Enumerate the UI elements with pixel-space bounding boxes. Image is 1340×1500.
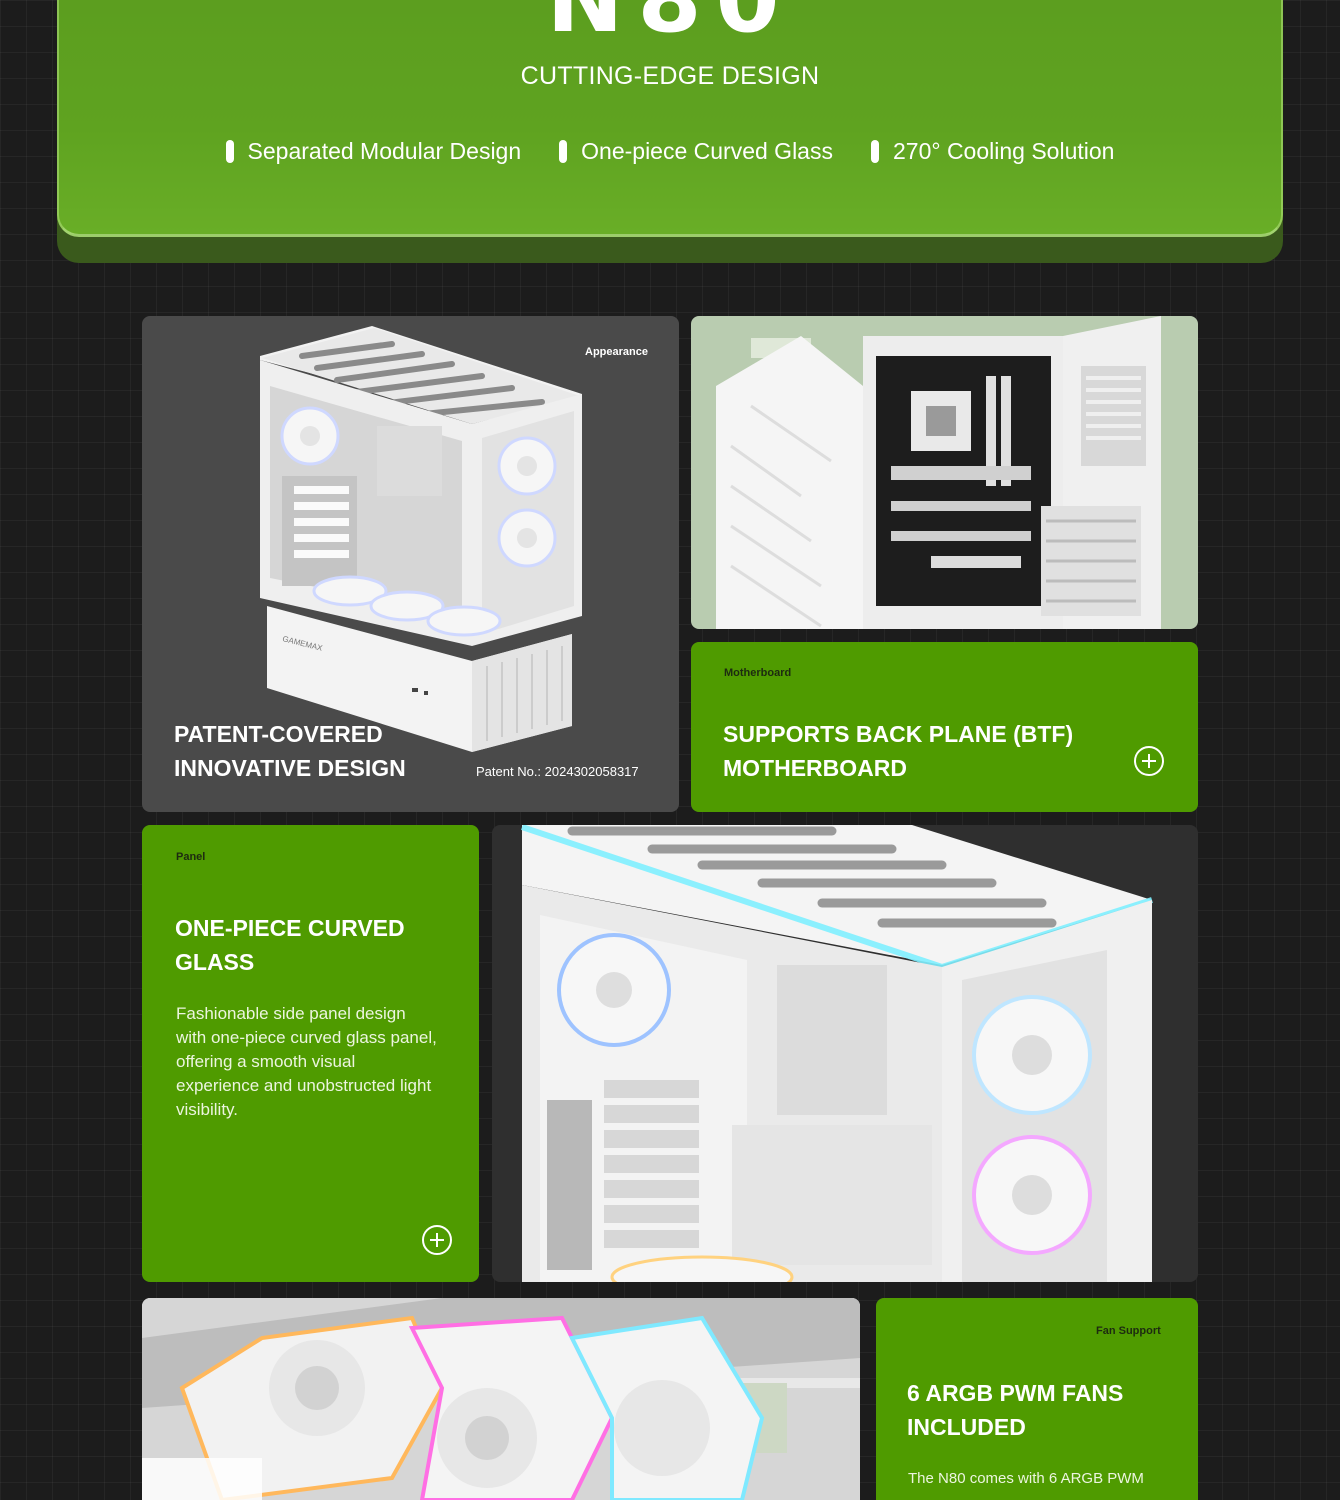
heading-line: INCLUDED — [907, 1414, 1026, 1440]
appearance-card: GAMEMAX Appearance PATENT-COVERED INNOVA… — [142, 316, 679, 812]
feature-label: 270° Cooling Solution — [892, 138, 1115, 164]
heading-line: PATENT-COVERED — [174, 721, 383, 747]
expand-panel-icon[interactable] — [422, 1225, 452, 1255]
card-description: Fashionable side panel design with one-p… — [176, 1004, 437, 1119]
feature-bullet-icon — [225, 140, 234, 163]
hero-subtitle: CUTTING-EDGE DESIGN — [520, 62, 820, 90]
feature-bullet-icon — [870, 140, 879, 163]
heading-line: 6 ARGB PWM FANS — [907, 1380, 1124, 1406]
patent-number: Patent No.: 2024302058317 — [476, 764, 639, 779]
feature-label: Separated Modular Design — [247, 138, 522, 164]
card-heading: 6 ARGB PWM FANS INCLUDED — [907, 1376, 1123, 1444]
curved-glass-illustration — [521, 825, 1153, 1282]
card-eyebrow: Appearance — [585, 346, 648, 358]
motherboard-illustration — [716, 316, 1161, 629]
heading-line: SUPPORTS BACK PLANE (BTF) — [723, 721, 1074, 747]
motherboard-card: Motherboard SUPPORTS BACK PLANE (BTF) MO… — [691, 642, 1198, 812]
motherboard-photo — [691, 316, 1198, 629]
panel-card: Panel ONE-PIECE CURVED GLASS Fashionable… — [142, 825, 479, 1282]
feature-item: One-piece Curved Glass — [559, 138, 833, 165]
feature-item: 270° Cooling Solution — [870, 138, 1115, 165]
heading-line: ONE-PIECE CURVED — [175, 915, 405, 941]
argb-fans-photo — [142, 1298, 860, 1500]
heading-line: GLASS — [175, 949, 255, 975]
card-description: The N80 comes with 6 ARGB PWM — [908, 1470, 1144, 1487]
expand-motherboard-icon[interactable] — [1134, 746, 1164, 776]
fan-support-card: Fan Support 6 ARGB PWM FANS INCLUDED The… — [876, 1298, 1198, 1500]
argb-fans-illustration — [142, 1298, 860, 1500]
heading-line: INNOVATIVE DESIGN — [174, 755, 406, 781]
card-eyebrow: Fan Support — [1096, 1325, 1161, 1337]
card-eyebrow: Panel — [176, 851, 206, 863]
curved-glass-photo — [492, 825, 1198, 1282]
feature-bullet-icon — [559, 140, 568, 163]
card-heading: SUPPORTS BACK PLANE (BTF) MOTHERBOARD — [723, 717, 1073, 785]
feature-list: Separated Modular Design One-piece Curve… — [59, 138, 1281, 165]
hero-banner: N80 CUTTING-EDGE DESIGN Separated Modula… — [57, 0, 1283, 237]
feature-label: One-piece Curved Glass — [581, 138, 833, 164]
card-heading: PATENT-COVERED INNOVATIVE DESIGN — [174, 717, 406, 785]
product-logo: N80 — [546, 0, 793, 46]
card-eyebrow: Motherboard — [724, 667, 792, 679]
heading-line: MOTHERBOARD — [723, 755, 907, 781]
card-heading: ONE-PIECE CURVED GLASS — [175, 911, 405, 979]
feature-item: Separated Modular Design — [225, 138, 522, 165]
pc-case-illustration: GAMEMAX — [260, 326, 582, 752]
